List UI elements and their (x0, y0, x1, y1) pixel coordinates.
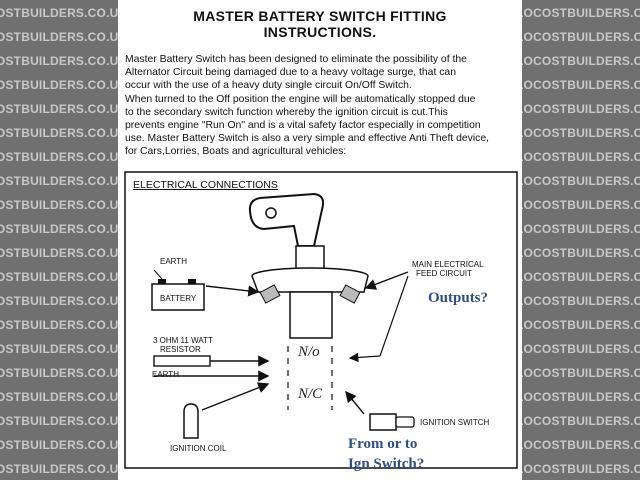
watermark-text: LOCOSTBUILDERS.CO.UK (0, 342, 118, 356)
watermark-text: LOCOSTBUILDERS.CO.UK (0, 462, 118, 476)
from-to-annotation-1: From or to (348, 436, 418, 452)
feed-wire-arrow (364, 271, 409, 290)
paragraph-line: occur with the use of a heavy duty singl… (125, 80, 412, 92)
watermark-text: LOCOSTBUILDERS.CO.UK (522, 462, 640, 476)
watermark-text: LOCOSTBUILDERS.CO.UK (522, 246, 640, 260)
switch-shaft (295, 245, 325, 271)
watermark-text: LOCOSTBUILDERS.CO.UK (0, 174, 118, 188)
paragraph-line: for Cars,Lorries, Boats and agricultural… (125, 146, 347, 158)
diagram-frame (124, 171, 518, 469)
watermark-text: LOCOSTBUILDERS.CO.UK (522, 174, 640, 188)
main-feed-label-2: FEED CIRCUIT (416, 269, 472, 278)
watermark-text: LOCOSTBUILDERS.CO.UK (522, 390, 640, 404)
watermark-text: LOCOSTBUILDERS.CO.UK (0, 414, 118, 428)
from-to-annotation-2: Ign Switch? (348, 456, 425, 472)
watermark-text: LOCOSTBUILDERS.CO.UK (0, 6, 118, 20)
watermark-text: LOCOSTBUILDERS.CO.UK (522, 78, 640, 92)
battery-terminal-post (158, 279, 166, 284)
resistor (153, 355, 211, 367)
paragraph-line: use. Master Battery Switch is also a ver… (125, 133, 490, 145)
title-line-2: INSTRUCTIONS. (263, 24, 377, 40)
watermark-right: LOCOSTBUILDERS.CO.UK LOCOSTBUILDERS.CO.UK… (522, 0, 640, 480)
ignition-switch-body (369, 413, 397, 431)
watermark-text: LOCOSTBUILDERS.CO.UK (0, 78, 118, 92)
instruction-sheet: MASTER BATTERY SWITCH FITTING INSTRUCTIO… (118, 0, 522, 480)
watermark-text: LOCOSTBUILDERS.CO.UK (522, 438, 640, 452)
battery-wire-arrow (205, 285, 260, 297)
earth-bottom-label: EARTH (152, 370, 179, 379)
ignition-coil (183, 403, 199, 439)
watermark-text: LOCOSTBUILDERS.CO.UK (0, 222, 118, 236)
watermark-text: LOCOSTBUILDERS.CO.UK (522, 342, 640, 356)
watermark-text: LOCOSTBUILDERS.CO.UK (0, 270, 118, 284)
key-hole (265, 207, 277, 219)
title-line-1: MASTER BATTERY SWITCH FITTING (193, 8, 447, 24)
switch-lower-body (289, 291, 333, 339)
earth-top-label: EARTH (160, 257, 187, 266)
feed-wire (379, 275, 409, 357)
paragraph-line: When turned to the Off position the engi… (125, 93, 476, 105)
watermark-text: LOCOSTBUILDERS.CO.UK (0, 246, 118, 260)
watermark-text: LOCOSTBUILDERS.CO.UK (522, 366, 640, 380)
watermark-text: LOCOSTBUILDERS.CO.UK (522, 6, 640, 20)
ignition-coil-label: IGNITION COIL (170, 444, 227, 453)
watermark-text: LOCOSTBUILDERS.CO.UK (0, 366, 118, 380)
diagram-heading: ELECTRICAL CONNECTIONS (133, 179, 278, 191)
normally-open-mark: N/o (298, 344, 320, 360)
watermark-text: LOCOSTBUILDERS.CO.UK (0, 438, 118, 452)
battery-box (151, 283, 205, 311)
paragraph-line: to the secondary switch function whereby… (125, 106, 448, 118)
watermark-text: LOCOSTBUILDERS.CO.UK (0, 126, 118, 140)
coil-wire-arrow (201, 382, 270, 411)
watermark-text: LOCOSTBUILDERS.CO.UK (0, 294, 118, 308)
paragraph-line: Master Battery Switch has been designed … (125, 54, 467, 65)
watermark-text: LOCOSTBUILDERS.CO.UK (522, 414, 640, 428)
earth-lead (153, 269, 163, 280)
feed-wire-arrow-2 (348, 352, 381, 363)
paragraph-line: Alternator Circuit being damaged due to … (125, 67, 456, 79)
watermark-text: LOCOSTBUILDERS.CO.UK (0, 198, 118, 212)
watermark-text: LOCOSTBUILDERS.CO.UK (522, 150, 640, 164)
watermark-text: LOCOSTBUILDERS.CO.UK (0, 30, 118, 44)
ignition-wire-arrow (345, 390, 365, 415)
watermark-text: LOCOSTBUILDERS.CO.UK (522, 198, 640, 212)
resistor-label-2: RESISTOR (160, 345, 201, 354)
feed-terminal (339, 284, 361, 304)
watermark-text: LOCOSTBUILDERS.CO.UK (0, 150, 118, 164)
watermark-text: LOCOSTBUILDERS.CO.UK (522, 270, 640, 284)
watermark-text: LOCOSTBUILDERS.CO.UK (522, 30, 640, 44)
watermark-text: LOCOSTBUILDERS.CO.UK (0, 102, 118, 116)
ignition-switch-label: IGNITION SWITCH (420, 418, 490, 427)
watermark-text: LOCOSTBUILDERS.CO.UK (522, 318, 640, 332)
ignition-key (395, 416, 415, 428)
watermark-text: LOCOSTBUILDERS.CO.UK (0, 54, 118, 68)
switch-key-handle (248, 192, 325, 247)
paragraph-line: prevents engine "Run On" and is a vital … (125, 120, 481, 132)
battery-terminal (259, 284, 281, 304)
watermark-text: LOCOSTBUILDERS.CO.UK (522, 102, 640, 116)
watermark-text: LOCOSTBUILDERS.CO.UK (522, 222, 640, 236)
watermark-text: LOCOSTBUILDERS.CO.UK (0, 318, 118, 332)
wiring-diagram (124, 171, 518, 469)
watermark-text: LOCOSTBUILDERS.CO.UK (522, 126, 640, 140)
watermark-text: LOCOSTBUILDERS.CO.UK (522, 294, 640, 308)
description-paragraph: Master Battery Switch has been designed … (125, 53, 517, 159)
battery-terminal-post (188, 279, 196, 284)
resistor-label-1: 3 OHM 11 WATT (153, 336, 213, 345)
outputs-annotation: Outputs? (428, 290, 489, 306)
watermark-text: LOCOSTBUILDERS.CO.UK (0, 390, 118, 404)
watermark-left: LOCOSTBUILDERS.CO.UK LOCOSTBUILDERS.CO.UK… (0, 0, 118, 480)
watermark-text: LOCOSTBUILDERS.CO.UK (522, 54, 640, 68)
main-feed-label-1: MAIN ELECTRICAL (412, 260, 484, 269)
normally-closed-mark: N/C (298, 386, 323, 402)
battery-label: BATTERY (160, 294, 197, 303)
